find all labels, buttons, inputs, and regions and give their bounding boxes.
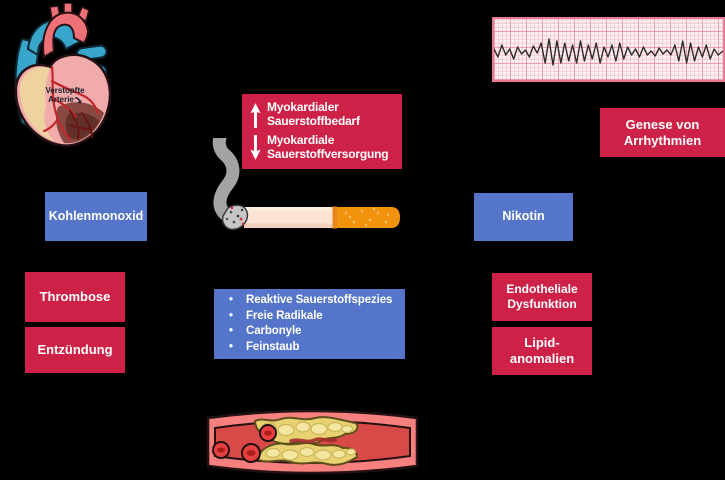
- nikotin-label: Nikotin: [502, 209, 545, 224]
- bullet-icon: •: [229, 325, 233, 337]
- heart-illustration: [14, 3, 112, 147]
- bullet-icon: •: [229, 340, 233, 353]
- constituent-label: Carbonyle: [246, 325, 302, 337]
- genese-line2: Arrhythmien: [623, 132, 702, 148]
- constituent-label: Feinstaub: [246, 340, 300, 353]
- epicardial-fat: [19, 66, 54, 141]
- arrow-down-icon: [250, 134, 261, 161]
- ecg-trace: [493, 38, 724, 66]
- constituent-label: Reaktive Sauerstoffspezies: [246, 294, 393, 306]
- entzuendung-box: Entzündung: [25, 327, 125, 373]
- oxygen-demand-line1: Myokardialer: [267, 100, 339, 115]
- list-item: • Freie Radikale: [220, 309, 399, 323]
- entzuendung-label: Entzündung: [37, 342, 113, 358]
- constituent-label: Freie Radikale: [246, 309, 323, 322]
- oxygen-supply-row: Myokardiale Sauerstoffversorgung: [250, 133, 394, 162]
- oxygen-supply-line1: Myokardiale: [267, 133, 335, 147]
- smoke-icon: [212, 138, 240, 225]
- stenosis-channel: [289, 437, 337, 444]
- kohlenmonoxid-box: Kohlenmonoxid: [45, 192, 147, 241]
- endothel-line1: Endotheliale: [506, 282, 578, 297]
- ash-tip: [221, 204, 249, 231]
- list-item: • Carbonyle: [220, 325, 399, 338]
- lipid-line1: Lipid-: [524, 335, 560, 351]
- heart-label: Verstopfte Arterie: [28, 86, 102, 104]
- artery-pointer-icon: [74, 97, 82, 104]
- lipidanomalien-box: Lipid- anomalien: [492, 327, 592, 375]
- myokard-sauerstoff-box: Myokardialer Sauerstoffbedarf Myokardial…: [242, 94, 402, 169]
- thrombose-box: Thrombose: [25, 272, 125, 322]
- red-blood-cells: [212, 424, 277, 463]
- list-item: • Feinstaub: [220, 340, 399, 354]
- oxygen-supply-line2: Sauerstoffversorgung: [267, 146, 389, 161]
- bullet-icon: •: [229, 294, 233, 306]
- aorta: [42, 3, 90, 59]
- oxygen-demand-row: Myokardialer Sauerstoffbedarf: [250, 101, 394, 129]
- cigarette-ring: [332, 206, 337, 229]
- heart-label-line1: Verstopfte: [45, 86, 85, 95]
- genese-arrhythmien-box: Genese von Arrhythmien: [600, 108, 725, 157]
- cigarette-filter: [337, 207, 400, 228]
- filter-speckles: [344, 207, 390, 227]
- genese-line1: Genese von: [625, 116, 700, 132]
- cigarette-body: [244, 207, 333, 228]
- occluded-arteries: [69, 110, 93, 140]
- bullet-icon: •: [229, 309, 233, 322]
- lipid-line2: anomalien: [509, 351, 575, 366]
- ecg-strip: [492, 17, 725, 82]
- kohlenmonoxid-label: Kohlenmonoxid: [48, 208, 144, 223]
- nikotin-box: Nikotin: [474, 193, 573, 241]
- artery-illustration: [206, 409, 419, 475]
- heart-label-line2: Arterie: [48, 95, 74, 105]
- endothel-line2: Dysfunktion: [507, 297, 577, 311]
- red-blood-cell: [212, 441, 230, 459]
- arrow-up-icon: [250, 102, 261, 129]
- cigarette-illustration: [212, 138, 400, 231]
- thrombose-label: Thrombose: [39, 289, 111, 305]
- red-blood-cell: [259, 424, 277, 442]
- plaque-bottom: [257, 442, 359, 466]
- list-item: • Reaktive Sauerstoffspezies: [220, 294, 399, 307]
- coronary-arteries: [42, 65, 100, 141]
- constituents-box: • Reaktive Sauerstoffspezies • Freie Rad…: [214, 289, 405, 359]
- red-blood-cell: [241, 443, 261, 463]
- oxygen-demand-line2: Sauerstoffbedarf: [267, 114, 360, 129]
- endotheliale-dysfunktion-box: Endotheliale Dysfunktion: [492, 273, 592, 321]
